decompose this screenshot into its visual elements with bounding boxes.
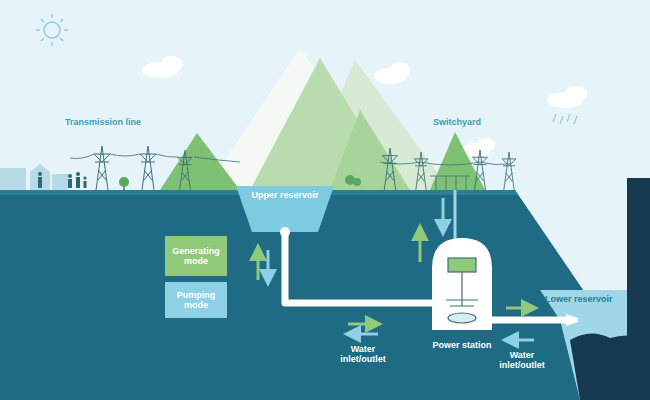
- outlet-nozzle: [566, 314, 578, 326]
- station-label: Power station: [432, 340, 491, 350]
- legend-swatch: Generating mode: [165, 236, 227, 276]
- upper-reservoir-water: [236, 186, 334, 232]
- reservoir-label: Lower reservoir: [545, 294, 613, 304]
- power-wires: [70, 154, 240, 162]
- turbine-generator: [446, 258, 478, 323]
- dam-wall: [627, 178, 650, 400]
- flow-arrows: [258, 198, 534, 340]
- region-label: Switchyard: [433, 117, 481, 127]
- rain: [553, 114, 577, 124]
- legend-swatch: Pumping mode: [165, 282, 227, 318]
- sky: [0, 0, 650, 200]
- tailrace-pipe: [490, 317, 568, 324]
- switchyard-wires: [380, 162, 510, 190]
- cable-shaft: [454, 190, 457, 245]
- reservoir-label: Upper reservoir: [251, 190, 318, 200]
- pipe-label: Water inlet/outlet: [497, 350, 547, 371]
- sun: [36, 14, 68, 46]
- legend-text: Pumping mode: [169, 290, 223, 311]
- green-hill: [160, 133, 240, 190]
- switchyard-towers: [382, 148, 516, 190]
- transmission-towers: [94, 146, 192, 190]
- penstock-pipe: [285, 232, 440, 303]
- region-label: Transmission line: [65, 117, 141, 127]
- people: [38, 172, 87, 188]
- pipe-label: Water inlet/outlet: [333, 344, 393, 365]
- intake: [280, 227, 290, 237]
- houses: [0, 164, 68, 190]
- legend-text: Generating mode: [169, 246, 223, 267]
- power-station-cavern: [432, 238, 492, 330]
- green-mountain: [330, 110, 410, 190]
